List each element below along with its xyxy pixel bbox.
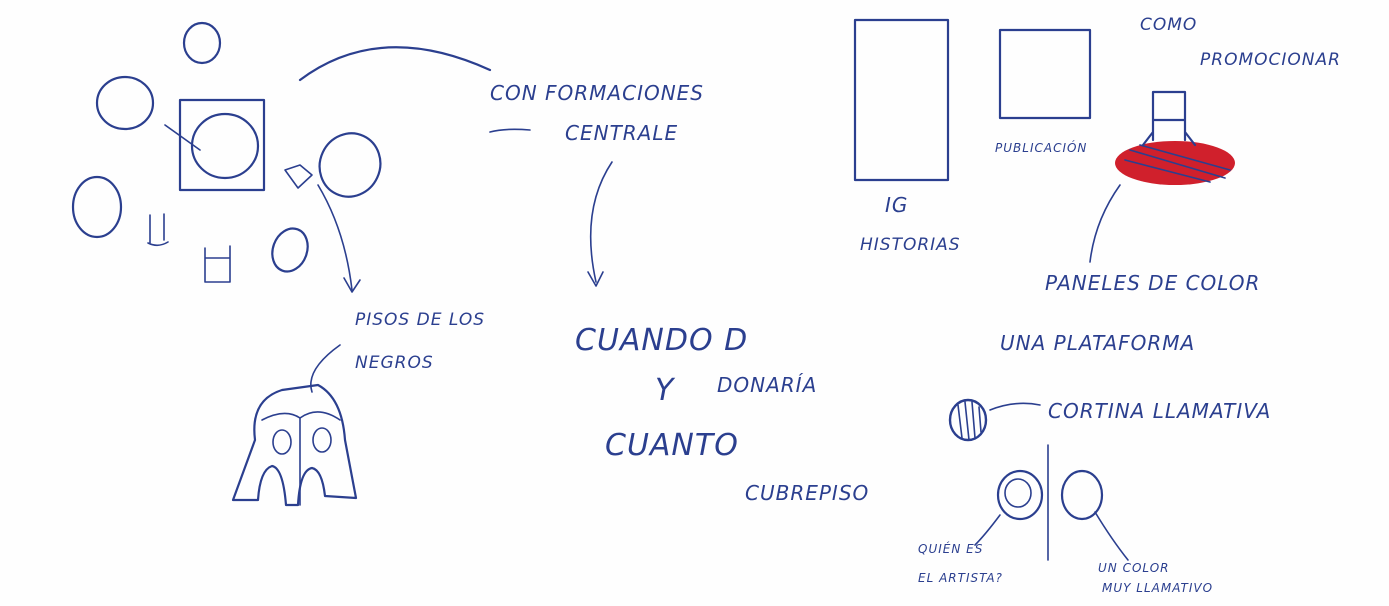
cortina-hatch [957,401,982,441]
small-stool-bottom [204,245,231,283]
cortina-circle [948,398,988,442]
stool-top-edge [261,411,341,421]
label-color-line1: UN COLOR [1098,561,1170,575]
small-floor-piece [284,164,313,189]
arrow-head-pisos [343,277,361,293]
label-paneles: PANELES DE COLOR [1045,271,1260,295]
label-promocionar: PROMOCIONAR [1200,50,1341,70]
label-publicacion: PUBLICACIÓN [995,140,1087,155]
stool-pointer-line [310,344,341,393]
small-stool-left [147,213,169,247]
platform-frame [1141,90,1197,147]
circle-right [318,132,382,198]
platform-drawing [1115,90,1235,185]
circle-artist [996,469,1044,521]
cortina-pointer-line [989,402,1041,411]
label-pisos-line1: PISOS DE LOS [355,310,485,330]
label-plataforma: UNA PLATAFORMA [1000,331,1195,355]
stool-drawing [231,383,358,507]
label-quien-line2: EL ARTISTA? [918,571,1003,585]
label-historias: HISTORIAS [860,235,961,255]
pointer-line [164,124,201,151]
central-square [178,98,266,192]
artist-pointer-line [974,514,1001,546]
hatching [1124,144,1231,183]
stool-hole-left [272,429,292,455]
arrow-shaft-cuando [589,161,613,283]
connecting-arc [298,46,492,82]
label-cuanto: CUANTO [605,428,739,463]
panel-pointer-line [1089,184,1121,263]
label-formaciones: CON FORMACIONES [490,81,704,105]
label-pisos-line2: NEGROS [355,353,434,373]
label-cortina: CORTINA LLAMATIVA [1048,399,1271,423]
color-pointer-line [1094,511,1129,561]
circle-arrangement [71,21,382,283]
label-y: Y [655,373,676,408]
label-centrales: CENTRALE [565,121,678,145]
circle-color [1060,469,1104,521]
label-quien-line1: QUIÉN ES [918,541,983,556]
small-dash [489,128,531,133]
arrow-shaft-pisos [317,184,353,291]
circle-left-lower [71,175,123,239]
label-cuando: CUANDO D [575,323,748,358]
stool-outline [231,383,358,507]
label-donaria: DONARÍA [717,373,817,397]
label-cubrepiso: CUBREPISO [745,481,869,505]
label-ig: IG [885,193,908,217]
label-como: COMO [1140,15,1197,35]
ig-story-frame [853,18,950,182]
circle-left-upper [95,75,155,131]
arrow-head-cuando [587,271,604,287]
central-circle [190,112,260,180]
stool-hole-right [312,427,332,453]
circle-bottom-right [271,227,309,273]
ig-post-frame [998,28,1092,120]
circle-artist-inner [1004,478,1032,508]
label-color-line2: MUY LLAMATIVO [1102,581,1213,595]
small-circle-top [182,21,222,65]
